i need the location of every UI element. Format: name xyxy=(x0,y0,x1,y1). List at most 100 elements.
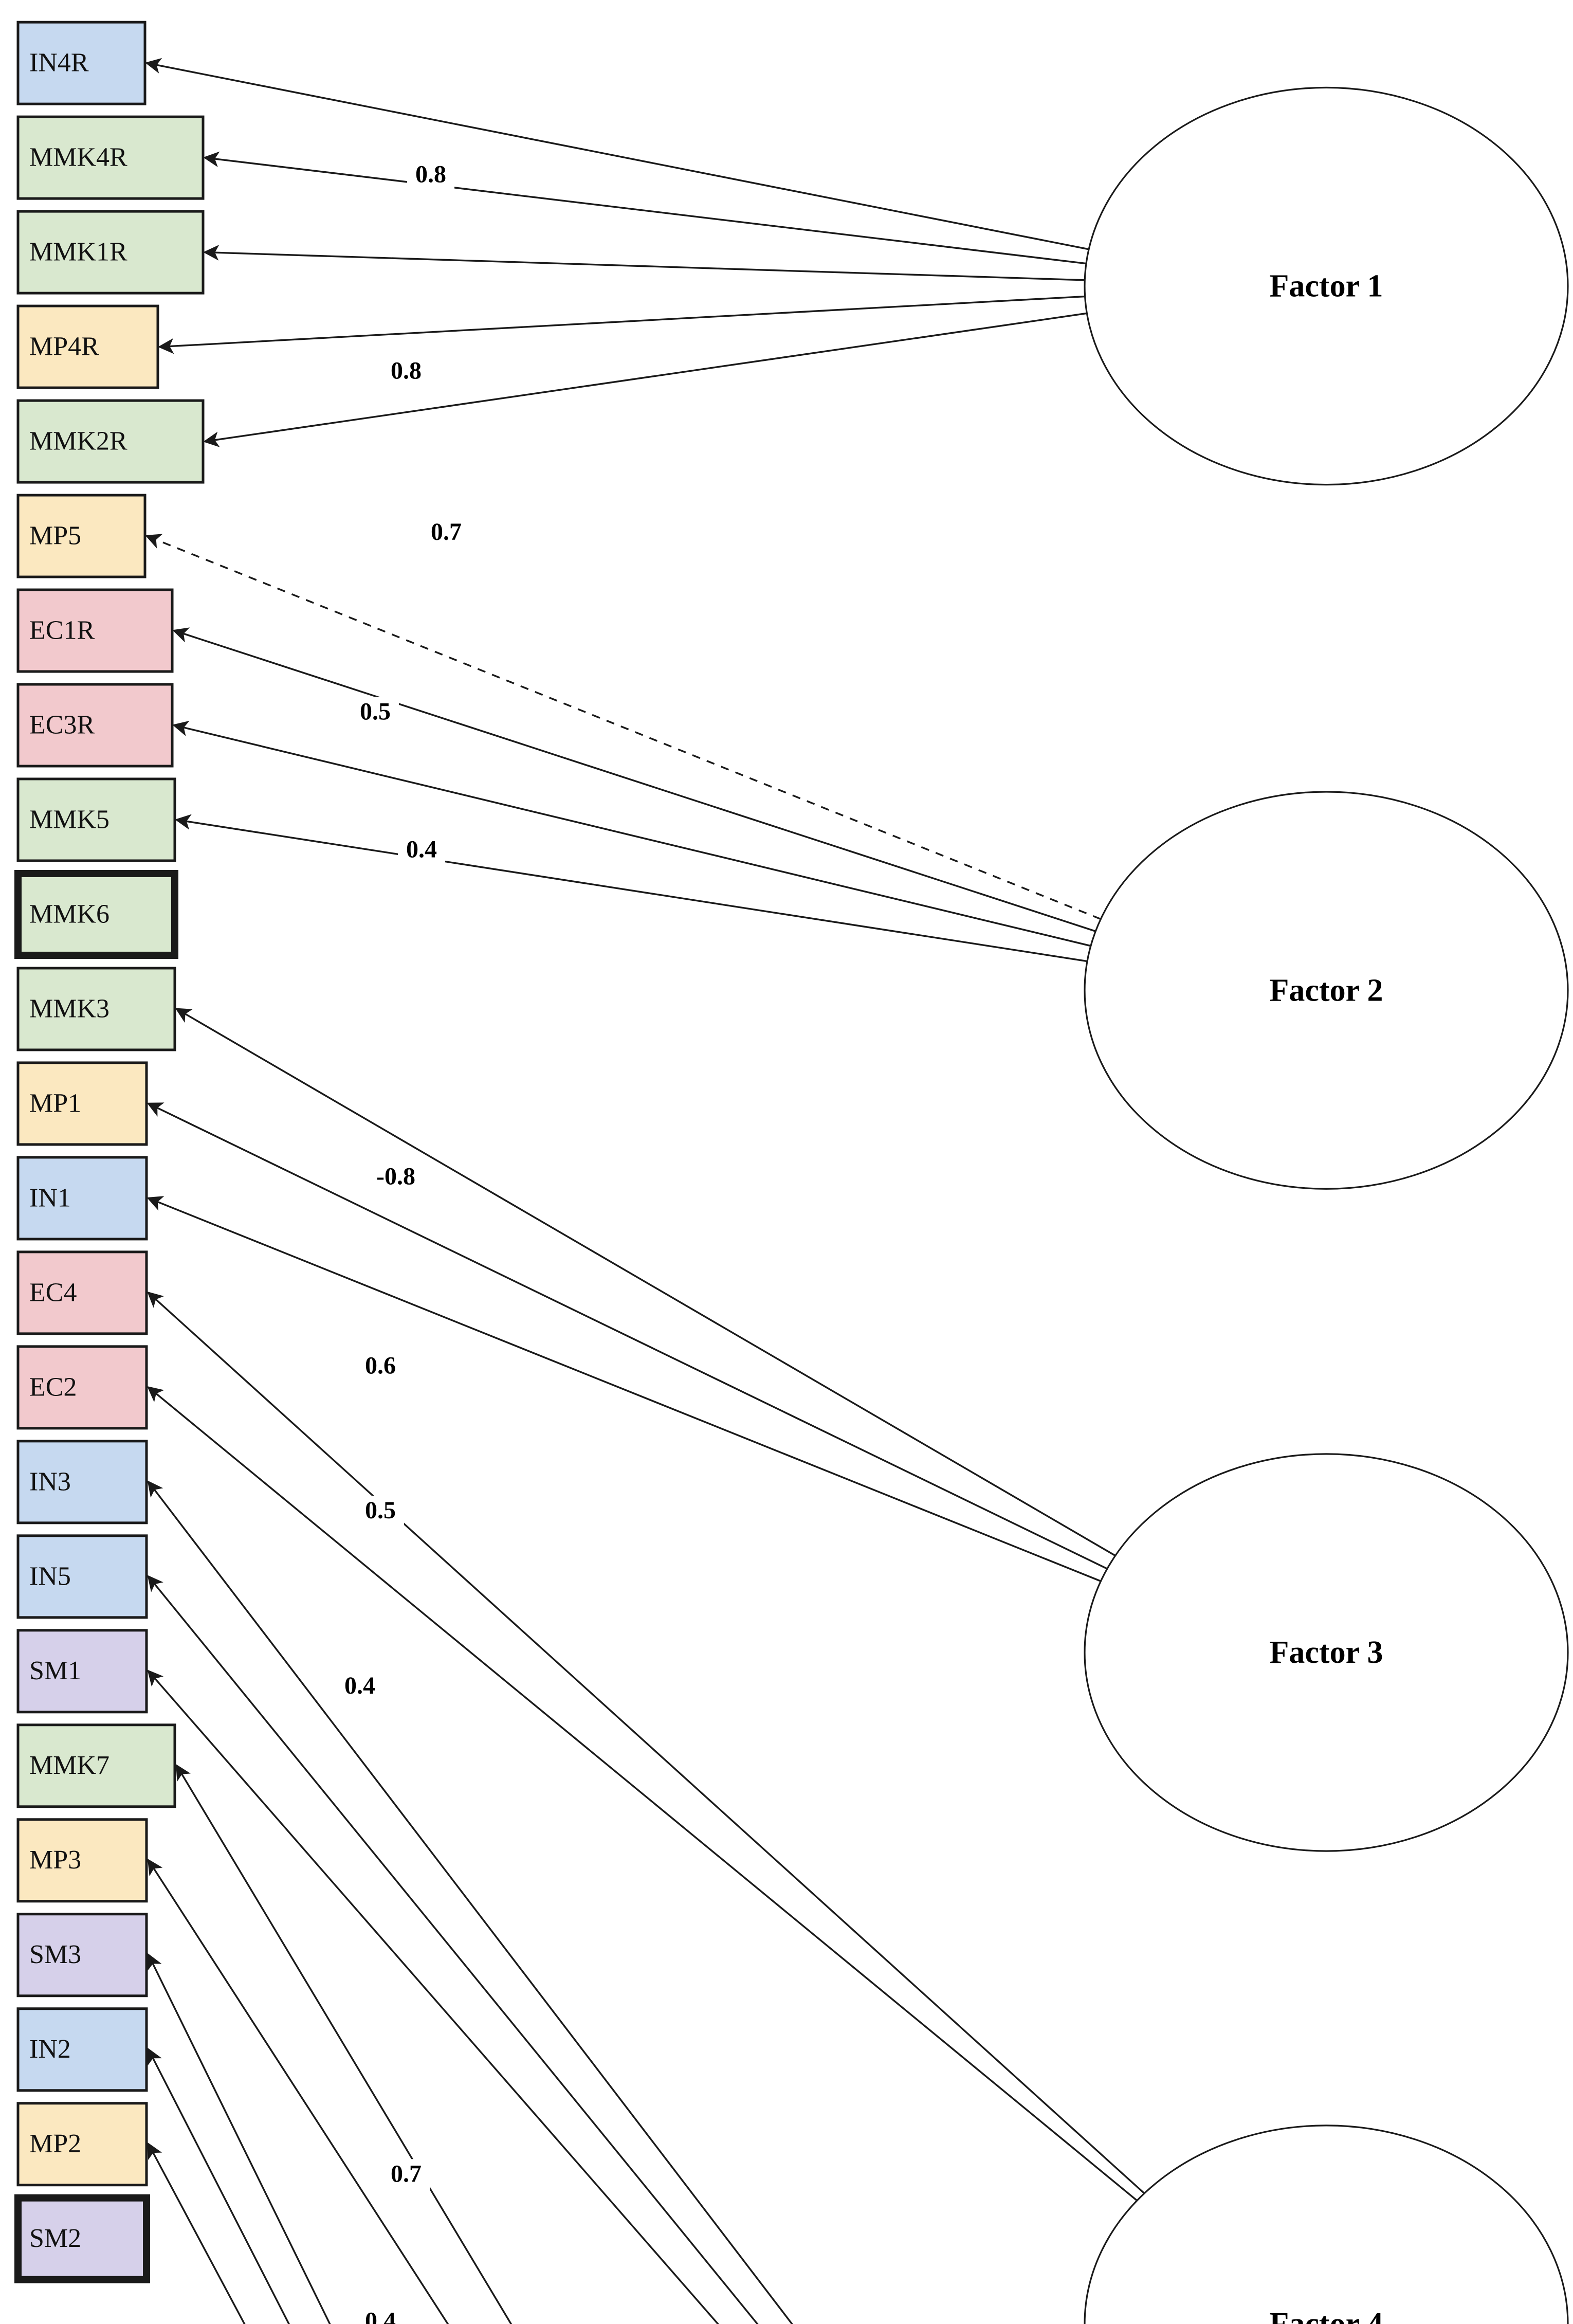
indicator-box-mp4r[interactable]: MP4R xyxy=(16,304,159,389)
indicator-rect xyxy=(16,777,176,862)
factor-node-f4[interactable]: Factor 4 xyxy=(1084,2125,1569,2324)
indicator-label: IN5 xyxy=(29,1562,71,1591)
factor-ellipse xyxy=(1084,791,1569,1190)
indicator-box-ec3r[interactable]: EC3R xyxy=(16,683,174,768)
indicator-label: SM1 xyxy=(29,1656,81,1685)
indicator-box-ec1r[interactable]: EC1R xyxy=(16,588,174,673)
loading-label: 0.4 xyxy=(365,2307,396,2324)
indicator-label: IN3 xyxy=(29,1467,71,1496)
indicator-label: MMK5 xyxy=(29,805,109,834)
loading-edge-f1-mmk1r xyxy=(203,245,1085,281)
indicator-rect xyxy=(16,1913,148,1998)
loading-edge-f2-mmk5 xyxy=(175,814,1088,963)
loading-label: 0.7 xyxy=(391,2160,422,2187)
loading-label-backdrop xyxy=(336,1671,383,1702)
indicator-box-sm2[interactable]: SM2 xyxy=(14,2194,150,2283)
indicator-box-ec4[interactable]: EC4 xyxy=(16,1250,148,1335)
loading-edge-f2-ec1r xyxy=(172,627,1096,932)
loading-edge-f2-mp5 xyxy=(145,534,1101,920)
loading-edge-f4-ec2 xyxy=(147,1386,1138,2202)
loading-label-backdrop xyxy=(357,2306,404,2324)
indicator-label: MMK7 xyxy=(29,1751,109,1780)
indicator-label: IN2 xyxy=(29,2035,71,2064)
loading-edges-layer xyxy=(145,58,1145,2324)
loading-label: 0.5 xyxy=(365,1497,396,1524)
loading-label-backdrop xyxy=(398,834,445,866)
indicator-box-mmk2r[interactable]: MMK2R xyxy=(16,399,205,484)
indicator-rect xyxy=(16,1345,148,1430)
loading-label: 0.7 xyxy=(431,518,462,546)
indicator-label: SM2 xyxy=(29,2224,81,2253)
indicator-rect xyxy=(16,1723,176,1808)
indicator-box-mp5[interactable]: MP5 xyxy=(16,494,147,578)
indicator-label: MP4R xyxy=(29,332,99,361)
indicator-rect xyxy=(16,115,205,200)
loading-label: 0.6 xyxy=(365,1352,396,1379)
indicator-box-mp2[interactable]: MP2 xyxy=(16,2102,148,2187)
loading-edge-f4-ec4 xyxy=(147,1291,1145,2194)
loading-label-backdrop xyxy=(352,697,399,728)
indicator-label: MP3 xyxy=(29,1845,81,1875)
indicator-box-mmk5[interactable]: MMK5 xyxy=(16,777,176,862)
indicator-label: MMK1R xyxy=(29,238,127,267)
indicator-label: IN1 xyxy=(29,1183,71,1212)
indicator-rect xyxy=(16,1629,148,1714)
indicator-label: MMK6 xyxy=(29,899,109,929)
loading-edge-f6-mmk7 xyxy=(176,1764,513,2324)
loading-edge-f5-sm1 xyxy=(147,1669,719,2324)
indicator-label: MP2 xyxy=(29,2129,81,2158)
indicator-box-mmk7[interactable]: MMK7 xyxy=(16,1723,176,1808)
indicator-box-in1[interactable]: IN1 xyxy=(16,1156,148,1241)
indicator-rect xyxy=(16,683,174,768)
loading-label-backdrop xyxy=(382,2159,430,2190)
indicator-rect xyxy=(16,304,159,389)
indicator-label: EC4 xyxy=(29,1278,77,1307)
loading-edge-f5-in3 xyxy=(147,1480,793,2324)
loading-edge-f6-mp3 xyxy=(147,1859,449,2324)
factor-ellipse xyxy=(1084,86,1569,486)
indicator-rect xyxy=(16,1534,148,1619)
indicator-box-in3[interactable]: IN3 xyxy=(16,1440,148,1524)
indicator-label: MMK4R xyxy=(29,143,127,172)
indicator-box-mp3[interactable]: MP3 xyxy=(16,1818,148,1903)
indicator-rect xyxy=(16,1250,148,1335)
indicator-rect xyxy=(16,21,147,105)
loading-label-backdrop xyxy=(357,1351,404,1382)
indicator-rect xyxy=(14,869,178,959)
indicator-box-in4r[interactable]: IN4R xyxy=(16,21,147,105)
indicator-box-mmk4r[interactable]: MMK4R xyxy=(16,115,205,200)
indicator-rect xyxy=(16,1156,148,1241)
indicator-box-mmk3[interactable]: MMK3 xyxy=(16,967,176,1051)
indicator-box-mmk6[interactable]: MMK6 xyxy=(14,869,178,959)
factor-ellipse xyxy=(1084,1453,1569,1852)
loading-label-backdrop xyxy=(365,1161,426,1193)
indicator-rect xyxy=(16,1061,148,1146)
factor-node-f3[interactable]: Factor 3 xyxy=(1084,1453,1569,1852)
loading-edge-f2-ec3r xyxy=(172,720,1091,947)
loading-edge-f7-sm3 xyxy=(148,1953,331,2324)
factor-label: Factor 1 xyxy=(1270,269,1383,304)
indicator-box-in5[interactable]: IN5 xyxy=(16,1534,148,1619)
indicator-label: MP5 xyxy=(29,521,81,550)
indicator-box-ec2[interactable]: EC2 xyxy=(16,1345,148,1430)
indicator-box-sm3[interactable]: SM3 xyxy=(16,1913,148,1998)
factor-ellipse xyxy=(1084,2125,1569,2324)
indicator-box-mmk1r[interactable]: MMK1R xyxy=(16,210,205,295)
loading-edge-f1-mmk2r xyxy=(203,312,1087,447)
indicator-label: MMK2R xyxy=(29,427,127,456)
loading-edge-f7-mp2 xyxy=(148,2142,246,2324)
loading-label: 0.5 xyxy=(360,698,391,725)
factor-node-f1[interactable]: Factor 1 xyxy=(1084,86,1569,486)
indicator-rect xyxy=(16,2102,148,2187)
indicator-rect xyxy=(14,2194,150,2283)
factor-node-f2[interactable]: Factor 2 xyxy=(1084,791,1569,1190)
indicator-box-in2[interactable]: IN2 xyxy=(16,2007,148,2092)
loading-labels-layer: 0.80.80.70.50.4-0.80.60.50.40.70.40.40.9… xyxy=(336,159,470,2324)
indicator-label: EC2 xyxy=(29,1372,77,1402)
indicator-box-sm1[interactable]: SM1 xyxy=(16,1629,148,1714)
indicator-rect xyxy=(16,1440,148,1524)
indicator-box-mp1[interactable]: MP1 xyxy=(16,1061,148,1146)
